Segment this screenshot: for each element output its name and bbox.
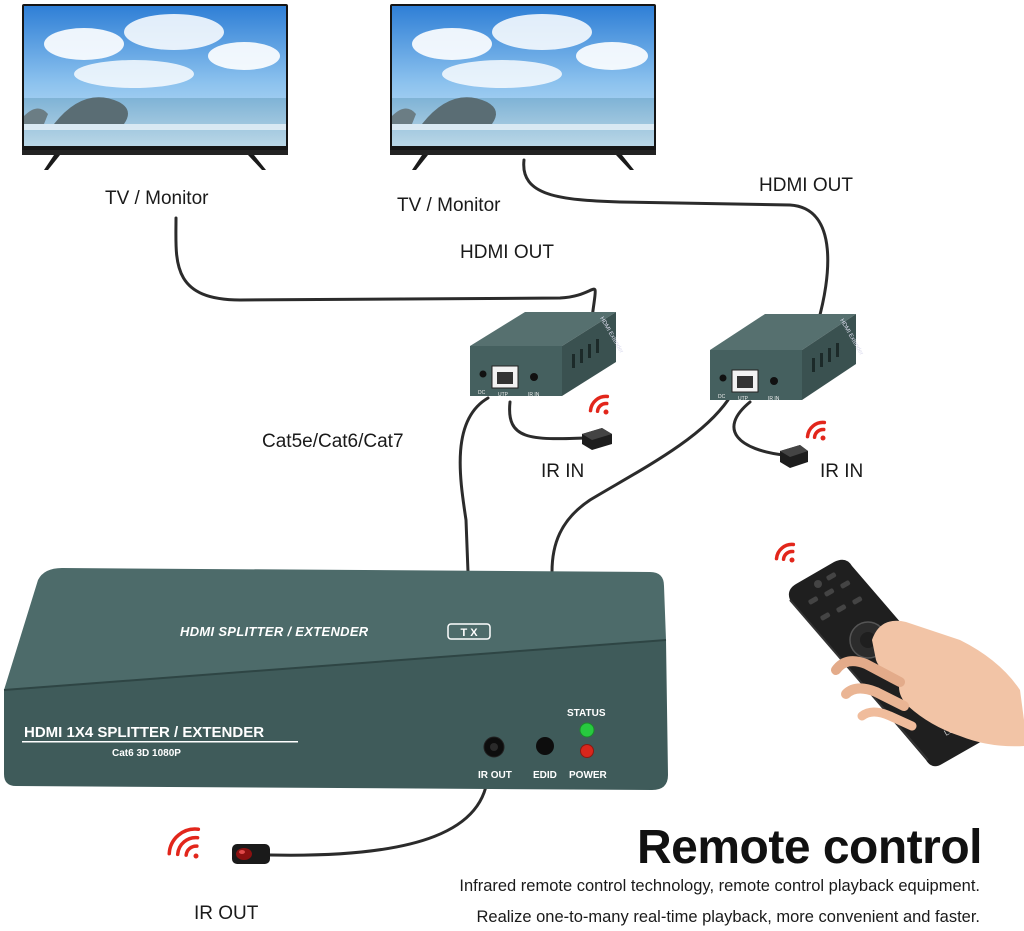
ir-in-2-label: IR IN bbox=[820, 461, 864, 482]
tv-monitor-2 bbox=[390, 4, 656, 170]
receiver-1: HDMI Extender DC UTP IR IN bbox=[470, 312, 624, 398]
remote-control-title: Remote control bbox=[636, 821, 983, 874]
edid-button bbox=[536, 737, 554, 755]
description-line-1: Infrared remote control technology, remo… bbox=[459, 877, 980, 895]
hdmi-out-2-label: HDMI OUT bbox=[759, 175, 853, 196]
ir-out-label: IR OUT bbox=[194, 903, 259, 924]
ir-signal-icon bbox=[774, 542, 796, 563]
ir-signal-icon bbox=[167, 827, 201, 859]
tv-monitor-1 bbox=[22, 4, 288, 170]
ir-signal-icon bbox=[588, 394, 610, 415]
power-label: POWER bbox=[569, 770, 608, 781]
receiver-1-dc-label: DC bbox=[478, 390, 486, 396]
ir-in-sensor-1 bbox=[582, 428, 612, 450]
ir-in-cable-2 bbox=[732, 400, 786, 457]
status-led bbox=[579, 722, 595, 738]
hand bbox=[831, 620, 1024, 747]
receiver-2-utp-label: UTP bbox=[738, 396, 749, 402]
transmitter-front-title: HDMI 1X4 SPLITTER / EXTENDER bbox=[24, 724, 264, 741]
transmitter: HDMI SPLITTER / EXTENDER T X HDMI 1X4 SP… bbox=[3, 568, 668, 790]
transmitter-top-badge: T X bbox=[460, 627, 478, 639]
ir-out-cable bbox=[268, 770, 490, 857]
ir-in-cable-1 bbox=[508, 400, 588, 441]
receiver-2: HDMI Extender DC UTP IR IN bbox=[710, 314, 864, 402]
transmitter-front-subtitle: Cat6 3D 1080P bbox=[112, 748, 181, 759]
cables bbox=[174, 158, 830, 857]
hdmi-out-1-label: HDMI OUT bbox=[460, 242, 554, 263]
cable-type-label: Cat5e/Cat6/Cat7 bbox=[262, 431, 404, 452]
ir-signal-icon bbox=[805, 420, 827, 441]
receiver-1-utp-label: UTP bbox=[498, 392, 509, 398]
ir-out-port-label: IR OUT bbox=[478, 770, 512, 781]
tv-monitor-2-label: TV / Monitor bbox=[397, 195, 501, 216]
status-label: STATUS bbox=[567, 708, 606, 719]
receiver-2-dc-label: DC bbox=[718, 394, 726, 400]
receiver-2-ir-label: IR IN bbox=[768, 396, 780, 402]
hdmi-cable-1 bbox=[174, 216, 597, 320]
power-led bbox=[580, 744, 594, 758]
edid-label: EDID bbox=[533, 770, 557, 781]
tv-monitor-1-label: TV / Monitor bbox=[105, 188, 209, 209]
ir-in-1-label: IR IN bbox=[541, 461, 585, 482]
cat-cable-2 bbox=[550, 398, 730, 574]
cat-cable-1 bbox=[458, 396, 490, 574]
hdmi-cable-2 bbox=[522, 158, 830, 324]
ir-in-sensor-2 bbox=[780, 445, 808, 468]
receiver-1-ir-label: IR IN bbox=[528, 392, 540, 398]
description-line-2: Realize one-to-many real-time playback, … bbox=[476, 908, 981, 926]
ir-out-emitter bbox=[232, 844, 270, 864]
transmitter-top-label: HDMI SPLITTER / EXTENDER bbox=[180, 624, 369, 639]
